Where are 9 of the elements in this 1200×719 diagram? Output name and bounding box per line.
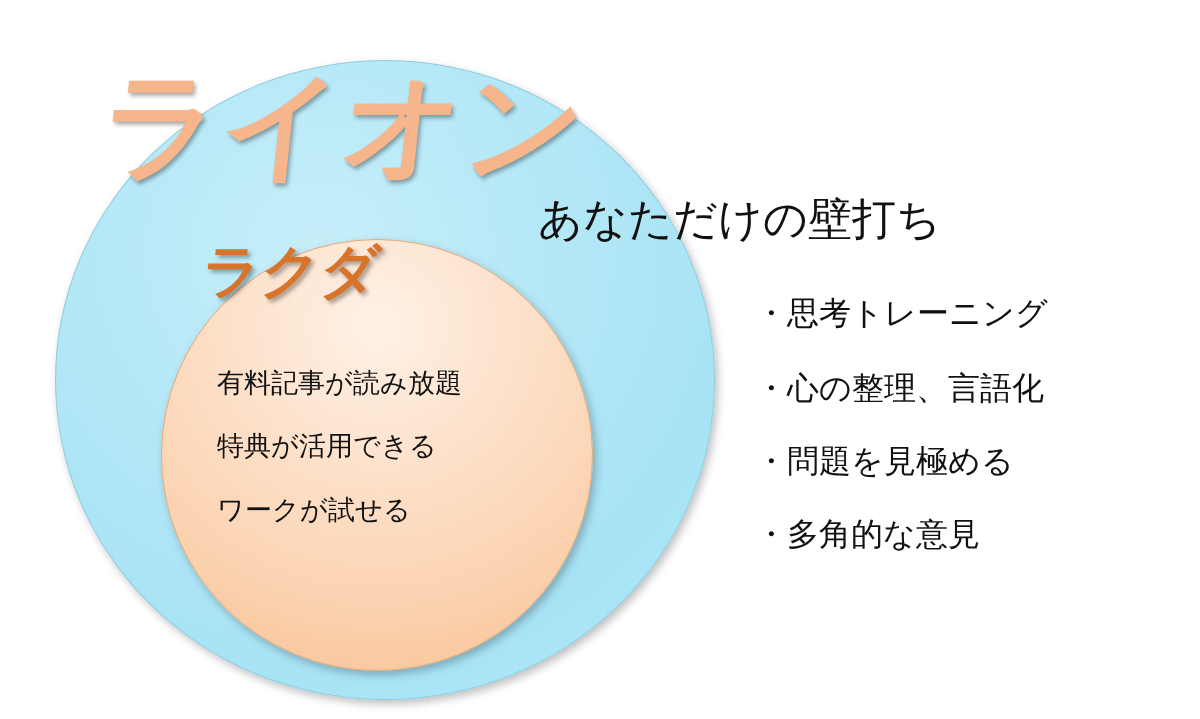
bullet-item: ・問題を見極める — [755, 441, 1014, 482]
bullet-item: ・思考トレーニング — [755, 293, 1048, 334]
feature-text: 特典が活用できる — [217, 429, 437, 463]
sub-heading: ラクダ — [198, 240, 383, 304]
feature-text: ワークが試せる — [217, 493, 411, 527]
feature-text: 有料記事が読み放題 — [217, 366, 462, 400]
bullet-item: ・心の整理、言語化 — [755, 368, 1044, 409]
bullet-item: ・多角的な意見 — [755, 514, 980, 555]
tagline-text: あなただけの壁打ち — [538, 192, 941, 246]
